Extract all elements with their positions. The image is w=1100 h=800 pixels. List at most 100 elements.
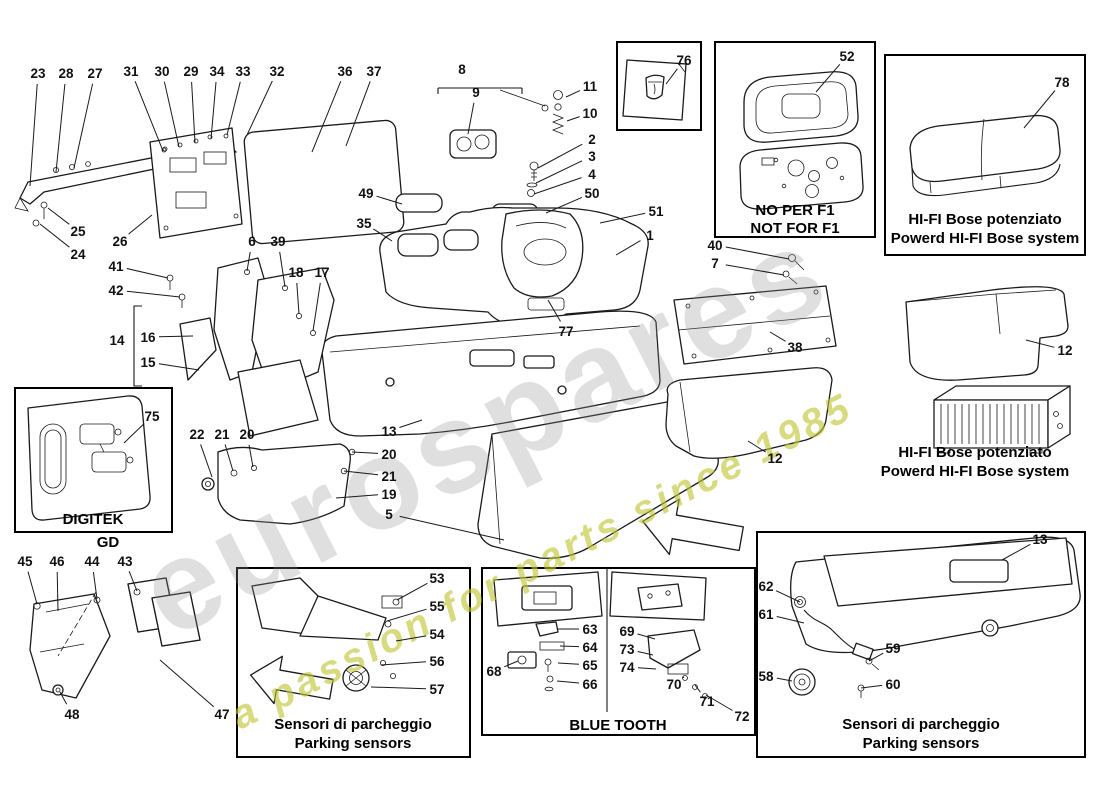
part-callout-69-66: 69 xyxy=(619,624,634,639)
parking-sensors-left-panel xyxy=(236,567,471,758)
leader-line-58-76 xyxy=(776,677,793,682)
part-callout-16-34: 16 xyxy=(140,330,156,345)
leader-line-34-6 xyxy=(210,81,217,140)
part-callout-71-70: 71 xyxy=(699,694,715,709)
leader-line-54-58 xyxy=(395,635,427,642)
leader-line-43-53 xyxy=(128,571,138,592)
bose-cushion-panel xyxy=(884,54,1086,256)
part-screw-stack xyxy=(526,161,539,197)
part-callout-31-3: 31 xyxy=(123,64,139,79)
leader-line-31-3 xyxy=(134,81,164,152)
leader-line-57-60 xyxy=(370,686,427,690)
leader-line-7-37 xyxy=(725,264,785,276)
leader-line-9-12 xyxy=(467,102,475,135)
part-callout-3-16: 3 xyxy=(588,149,596,164)
leader-line-35-22 xyxy=(373,228,393,242)
leader-line-36-9 xyxy=(311,81,342,153)
part-callout-41-27: 41 xyxy=(108,259,124,274)
leader-line-6-29 xyxy=(246,251,251,272)
part-callout-21-47: 21 xyxy=(214,427,230,442)
part-callout-54-58: 54 xyxy=(429,627,445,642)
part-callout-33-7: 33 xyxy=(235,64,251,79)
part-callout-58-76: 58 xyxy=(758,669,774,684)
leader-line-61-74 xyxy=(776,616,805,624)
direction-arrow xyxy=(642,498,744,556)
part-callout-47-55: 47 xyxy=(214,707,229,722)
gd-label: GD xyxy=(97,534,120,551)
leader-line-77-23 xyxy=(547,299,561,322)
leader-line-70-69 xyxy=(682,676,685,679)
part-tunnel-cover xyxy=(321,310,661,437)
leader-line-53-56 xyxy=(396,582,428,601)
leader-line-13-41 xyxy=(399,419,423,428)
leader-line-45-50 xyxy=(27,571,38,605)
part-callout-29-5: 29 xyxy=(183,64,198,79)
no-f1-label-line2: NOT FOR F1 xyxy=(750,220,839,237)
part-perforated-mat xyxy=(243,119,405,245)
leader-line-21-47 xyxy=(224,444,234,472)
leader-line-71-70 xyxy=(694,684,701,693)
part-callout-1-21: 1 xyxy=(646,228,654,243)
leader-line-37-10 xyxy=(345,81,371,147)
leader-line-78-80 xyxy=(1023,90,1056,129)
leader-line-3-16 xyxy=(535,160,583,184)
part-callout-34-6: 34 xyxy=(209,64,225,79)
parking-left-label-line2: Parking sensors xyxy=(295,735,412,752)
leader-line-2-15 xyxy=(537,143,583,169)
part-left-brackets xyxy=(133,257,335,437)
part-callout-7-37: 7 xyxy=(711,256,719,271)
leader-line-72-71 xyxy=(705,694,733,711)
part-callout-20-48: 20 xyxy=(239,427,254,442)
leader-line-42-28 xyxy=(126,290,181,298)
part-callout-37-10: 37 xyxy=(366,64,381,79)
parking-right-label-line1: Sensori di parcheggio xyxy=(842,716,1000,733)
ferrari-card-panel xyxy=(616,41,702,131)
part-callout-4-17: 4 xyxy=(588,167,596,182)
leader-line-19-44 xyxy=(335,494,379,499)
leader-line-51-20 xyxy=(599,212,646,224)
part-callout-25-24: 25 xyxy=(70,224,86,239)
leader-line-46-51 xyxy=(56,571,59,612)
part-callout-64-63: 64 xyxy=(582,640,598,655)
part-callout-40-36: 40 xyxy=(707,238,722,253)
leader-line-13-72 xyxy=(1001,543,1031,561)
leader-line-29-5 xyxy=(191,81,196,144)
part-callout-10-14: 10 xyxy=(582,106,597,121)
leader-line-68-61 xyxy=(504,660,519,668)
part-callout-65-64: 65 xyxy=(582,658,598,673)
bose-label-line1: HI-FI Bose potenziato xyxy=(908,211,1061,228)
part-callout-46-51: 46 xyxy=(49,554,65,569)
leader-line-49-18 xyxy=(376,195,403,205)
part-callout-74-68: 74 xyxy=(619,660,635,675)
parking-left-label-line1: Sensori di parcheggio xyxy=(274,716,432,733)
part-callout-77-23: 77 xyxy=(558,324,573,339)
part-callout-13-41: 13 xyxy=(381,424,397,439)
part-callout-55-57: 55 xyxy=(429,599,445,614)
part-callout-70-69: 70 xyxy=(666,677,681,692)
part-callout-59-75: 59 xyxy=(885,641,900,656)
part-callout-78-80: 78 xyxy=(1054,75,1070,90)
digitek-label: DIGITEK xyxy=(63,511,124,528)
part-callout-72-71: 72 xyxy=(734,709,749,724)
leader-line-24-25 xyxy=(39,223,70,248)
part-callout-48-54: 48 xyxy=(64,707,80,722)
part-callout-35-22: 35 xyxy=(356,216,372,231)
part-callout-6-29: 6 xyxy=(248,234,256,249)
part-callout-23-0: 23 xyxy=(30,66,46,81)
part-callout-5-45: 5 xyxy=(385,507,393,522)
leader-line-11-13 xyxy=(565,90,581,98)
leader-line-65-64 xyxy=(557,662,580,665)
leader-line-27-2 xyxy=(73,83,94,169)
part-callout-32-8: 32 xyxy=(269,64,284,79)
leader-line-47-55 xyxy=(159,659,215,708)
bose-amp-label-line2: Powerd HI-FI Bose system xyxy=(881,463,1069,480)
part-main-console xyxy=(379,206,649,327)
leader-line-20-42 xyxy=(351,451,379,454)
leader-lines xyxy=(27,63,1056,711)
part-callout-52-79: 52 xyxy=(839,49,854,64)
leader-line-62-73 xyxy=(775,590,801,603)
part-callout-76-78: 76 xyxy=(676,53,692,68)
leader-line-30-4 xyxy=(163,81,180,148)
part-callout-49-18: 49 xyxy=(358,186,373,201)
